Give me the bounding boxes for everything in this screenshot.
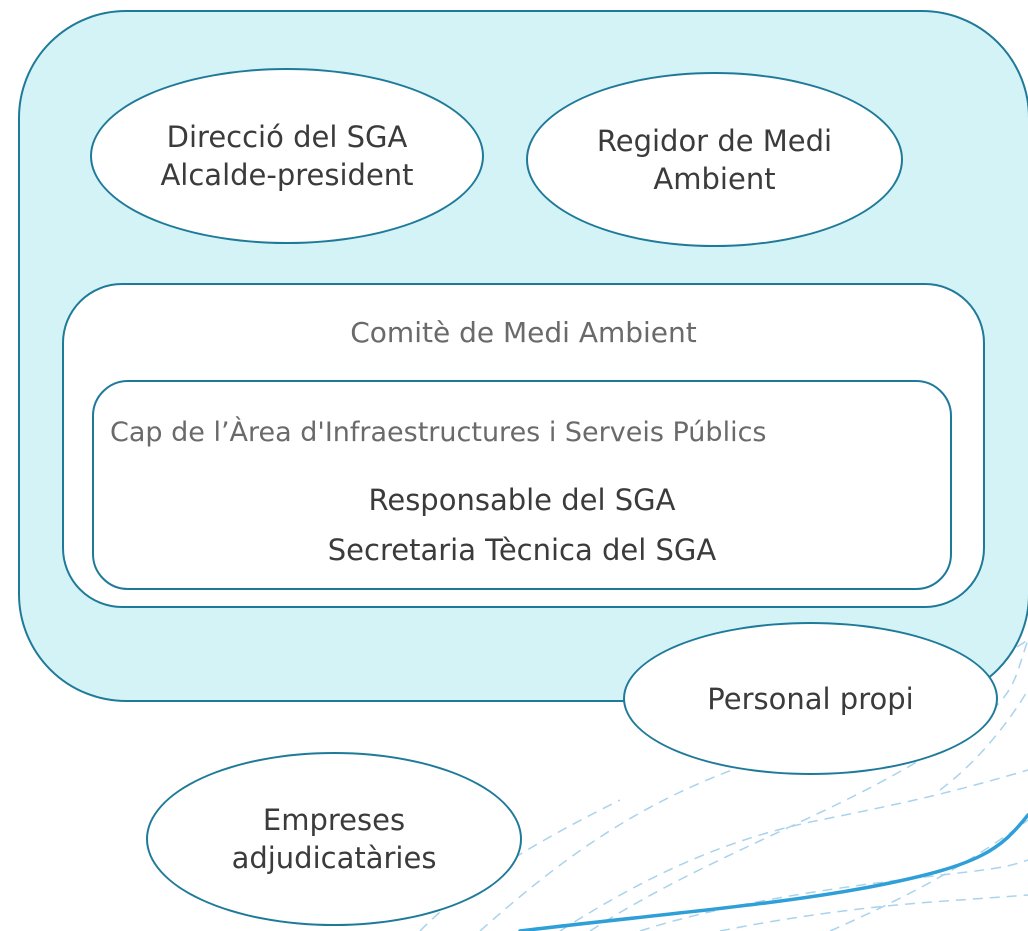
committee-title: Comitè de Medi Ambient (350, 316, 697, 349)
area-box: Cap de l’Àrea d'Infraestructures i Serve… (92, 380, 952, 590)
personal-propi-node: Personal propi (623, 622, 998, 775)
committee-box: Comitè de Medi Ambient Cap de l’Àrea d'I… (62, 283, 985, 608)
empreses-line-2: adjudicatàries (231, 841, 437, 875)
empreses-line-1: Empreses (262, 803, 406, 837)
direccio-node: Direcció del SGA Alcalde-president (90, 68, 484, 244)
regidor-line-1: Regidor de Medi (596, 123, 833, 158)
regidor-node: Regidor de Medi Ambient (526, 72, 903, 247)
regidor-line-2: Ambient (653, 161, 776, 196)
empreses-node: Empreses adjudicatàries (146, 752, 522, 926)
personal-propi-label: Personal propi (707, 681, 914, 716)
secretaria-label: Secretaria Tècnica del SGA (327, 533, 717, 567)
area-title: Cap de l’Àrea d'Infraestructures i Serve… (110, 417, 767, 448)
direccio-line-1: Direcció del SGA (166, 120, 408, 154)
responsable-label: Responsable del SGA (368, 483, 676, 517)
direccio-line-2: Alcalde-president (160, 158, 414, 192)
